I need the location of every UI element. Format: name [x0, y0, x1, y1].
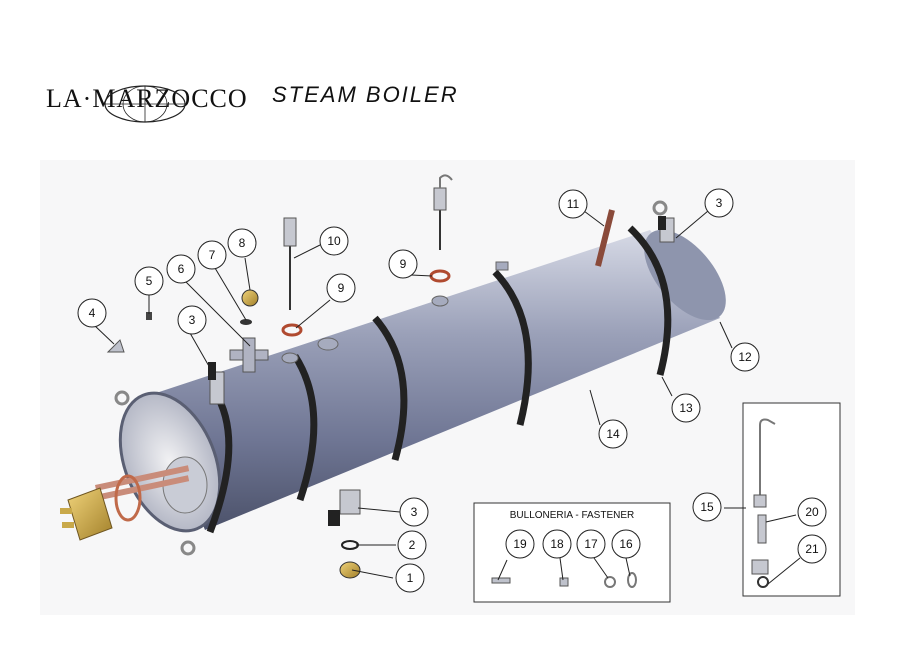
- callout-3-top-right: 3: [704, 188, 734, 218]
- callout-3-bottom: 3: [399, 497, 429, 527]
- svg-text:5: 5: [146, 274, 153, 288]
- brand-logo-text: LA·MARZOCCO: [46, 84, 248, 113]
- svg-text:17: 17: [584, 537, 598, 551]
- svg-text:4: 4: [89, 306, 96, 320]
- globe-logo-icon: [104, 85, 186, 123]
- callout-3-left: 3: [177, 305, 207, 335]
- o-ring-part-lower: [281, 323, 303, 337]
- callout-1: 1: [395, 563, 425, 593]
- callout-12: 12: [730, 342, 760, 372]
- callout-16: 16: [611, 529, 641, 559]
- fastener-box: BULLONERIA - FASTENER: [473, 502, 671, 603]
- callout-18: 18: [542, 529, 572, 559]
- callout-13: 13: [671, 393, 701, 423]
- brass-cap-part: [339, 561, 361, 579]
- leader-lines: [93, 210, 801, 585]
- callout-4: 4: [77, 298, 107, 328]
- callout-5: 5: [134, 266, 164, 296]
- brass-nut-part: [241, 289, 259, 307]
- callouts: 1 2 3 3 3 4 5 6 7 8 9 9 10 11 12 13 14 1…: [77, 188, 827, 593]
- callout-11: 11: [558, 189, 588, 219]
- callout-15: 15: [692, 492, 722, 522]
- svg-text:7: 7: [209, 248, 216, 262]
- callout-6: 6: [166, 254, 196, 284]
- callout-10: 10: [319, 226, 349, 256]
- svg-text:21: 21: [805, 542, 819, 556]
- svg-text:9: 9: [338, 281, 345, 295]
- heating-element: [60, 465, 190, 541]
- callout-7: 7: [197, 240, 227, 270]
- valve-part-bottom: [339, 489, 361, 515]
- svg-text:3: 3: [411, 505, 418, 519]
- svg-text:8: 8: [239, 236, 246, 250]
- fastener-box-title: BULLONERIA - FASTENER: [510, 510, 634, 521]
- svg-text:13: 13: [679, 401, 693, 415]
- callout-19: 19: [505, 529, 535, 559]
- callout-8: 8: [227, 228, 257, 258]
- callout-17: 17: [576, 529, 606, 559]
- svg-text:12: 12: [738, 350, 752, 364]
- inset-box: [742, 402, 841, 597]
- diagram-title: STEAM BOILER: [272, 82, 459, 107]
- svg-text:3: 3: [716, 196, 723, 210]
- svg-text:16: 16: [619, 537, 633, 551]
- callout-2: 2: [397, 530, 427, 560]
- svg-text:18: 18: [550, 537, 564, 551]
- callout-21: 21: [797, 534, 827, 564]
- callout-9-upper: 9: [388, 249, 418, 279]
- plug-part: [146, 312, 152, 320]
- svg-text:9: 9: [400, 257, 407, 271]
- callout-20: 20: [797, 497, 827, 527]
- svg-text:20: 20: [805, 505, 819, 519]
- probe-rod-part: [595, 209, 615, 267]
- svg-text:11: 11: [567, 197, 580, 211]
- svg-text:3: 3: [189, 313, 196, 327]
- svg-text:1: 1: [407, 571, 414, 585]
- svg-text:14: 14: [606, 427, 620, 441]
- svg-text:2: 2: [409, 538, 416, 552]
- svg-text:15: 15: [700, 500, 714, 514]
- callout-14: 14: [598, 419, 628, 449]
- svg-text:6: 6: [178, 262, 185, 276]
- svg-text:10: 10: [327, 234, 341, 248]
- cap-part: [106, 339, 125, 353]
- svg-text:19: 19: [513, 537, 527, 551]
- callout-9-lower: 9: [326, 273, 356, 303]
- washer-part: [240, 319, 252, 325]
